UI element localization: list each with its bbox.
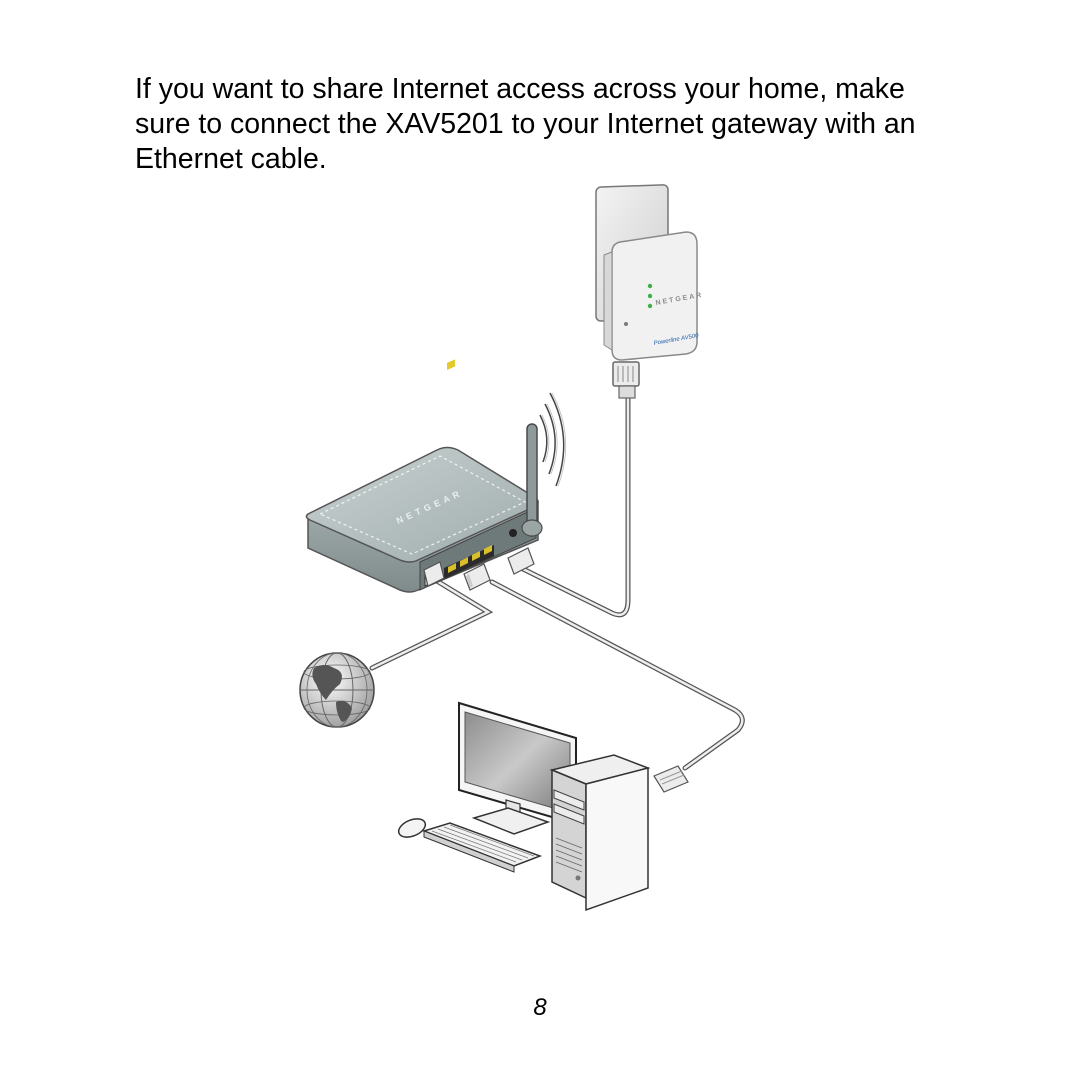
page-number: 8 <box>533 994 547 1021</box>
instruction-paragraph: If you want to share Internet access acr… <box>135 72 975 177</box>
ethernet-plug-router-lan <box>463 563 491 591</box>
internet-globe-icon <box>299 652 375 728</box>
paragraph-line-2: sure to connect the XAV5201 to your Inte… <box>135 108 916 140</box>
keyboard <box>421 822 543 873</box>
pc-tower <box>549 754 651 912</box>
paragraph-line-1: If you want to share Internet access acr… <box>135 73 905 105</box>
mouse <box>397 818 427 838</box>
router: NETGEAR <box>305 359 543 593</box>
cable-router-to-computer <box>489 579 745 771</box>
monitor <box>458 701 577 835</box>
cable-router-to-internet <box>369 575 494 671</box>
wifi-signal-icon <box>539 392 567 487</box>
ethernet-plug-computer <box>653 765 689 793</box>
ethernet-plug-top <box>612 361 640 399</box>
cable-router-to-powerline <box>518 392 631 618</box>
ethernet-plug-router-internet <box>423 561 445 587</box>
router-antenna <box>521 423 543 537</box>
ethernet-plug-router-powerline <box>507 547 535 575</box>
paragraph-line-3: Ethernet cable. <box>135 143 327 175</box>
powerline-adapter: NETGEAR Powerline AV500 <box>595 184 704 361</box>
